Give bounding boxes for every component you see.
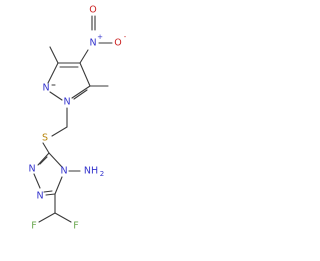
- atom-labels: O N + O - N N S N N NH 2 N F F: [28, 5, 126, 232]
- oxygen-atom-label: O: [89, 5, 96, 16]
- sulfur-atom-label: S: [42, 133, 48, 144]
- nitrogen-atom-label: N: [89, 38, 96, 49]
- fluorine-atom-label: F: [73, 221, 78, 232]
- nitrogen-atom-label: N: [42, 83, 49, 94]
- bond-lines: [33, 15, 113, 223]
- molecule-structure: O N + O - N N S N N NH 2 N F F: [28, 5, 126, 232]
- oxygen-atom-label: O: [114, 38, 121, 49]
- nitrogen-atom-label: N: [60, 166, 67, 177]
- nitrogen-atom-label: N: [28, 164, 35, 175]
- nitrogen-atom-label: N: [63, 97, 70, 108]
- fluorine-atom-label: F: [31, 221, 36, 232]
- amine-label: NH: [84, 166, 98, 177]
- positive-charge-label: +: [97, 33, 103, 41]
- negative-charge-label: -: [124, 33, 127, 41]
- nitrogen-atom-label: N: [36, 191, 43, 202]
- amine-subscript-label: 2: [100, 170, 104, 178]
